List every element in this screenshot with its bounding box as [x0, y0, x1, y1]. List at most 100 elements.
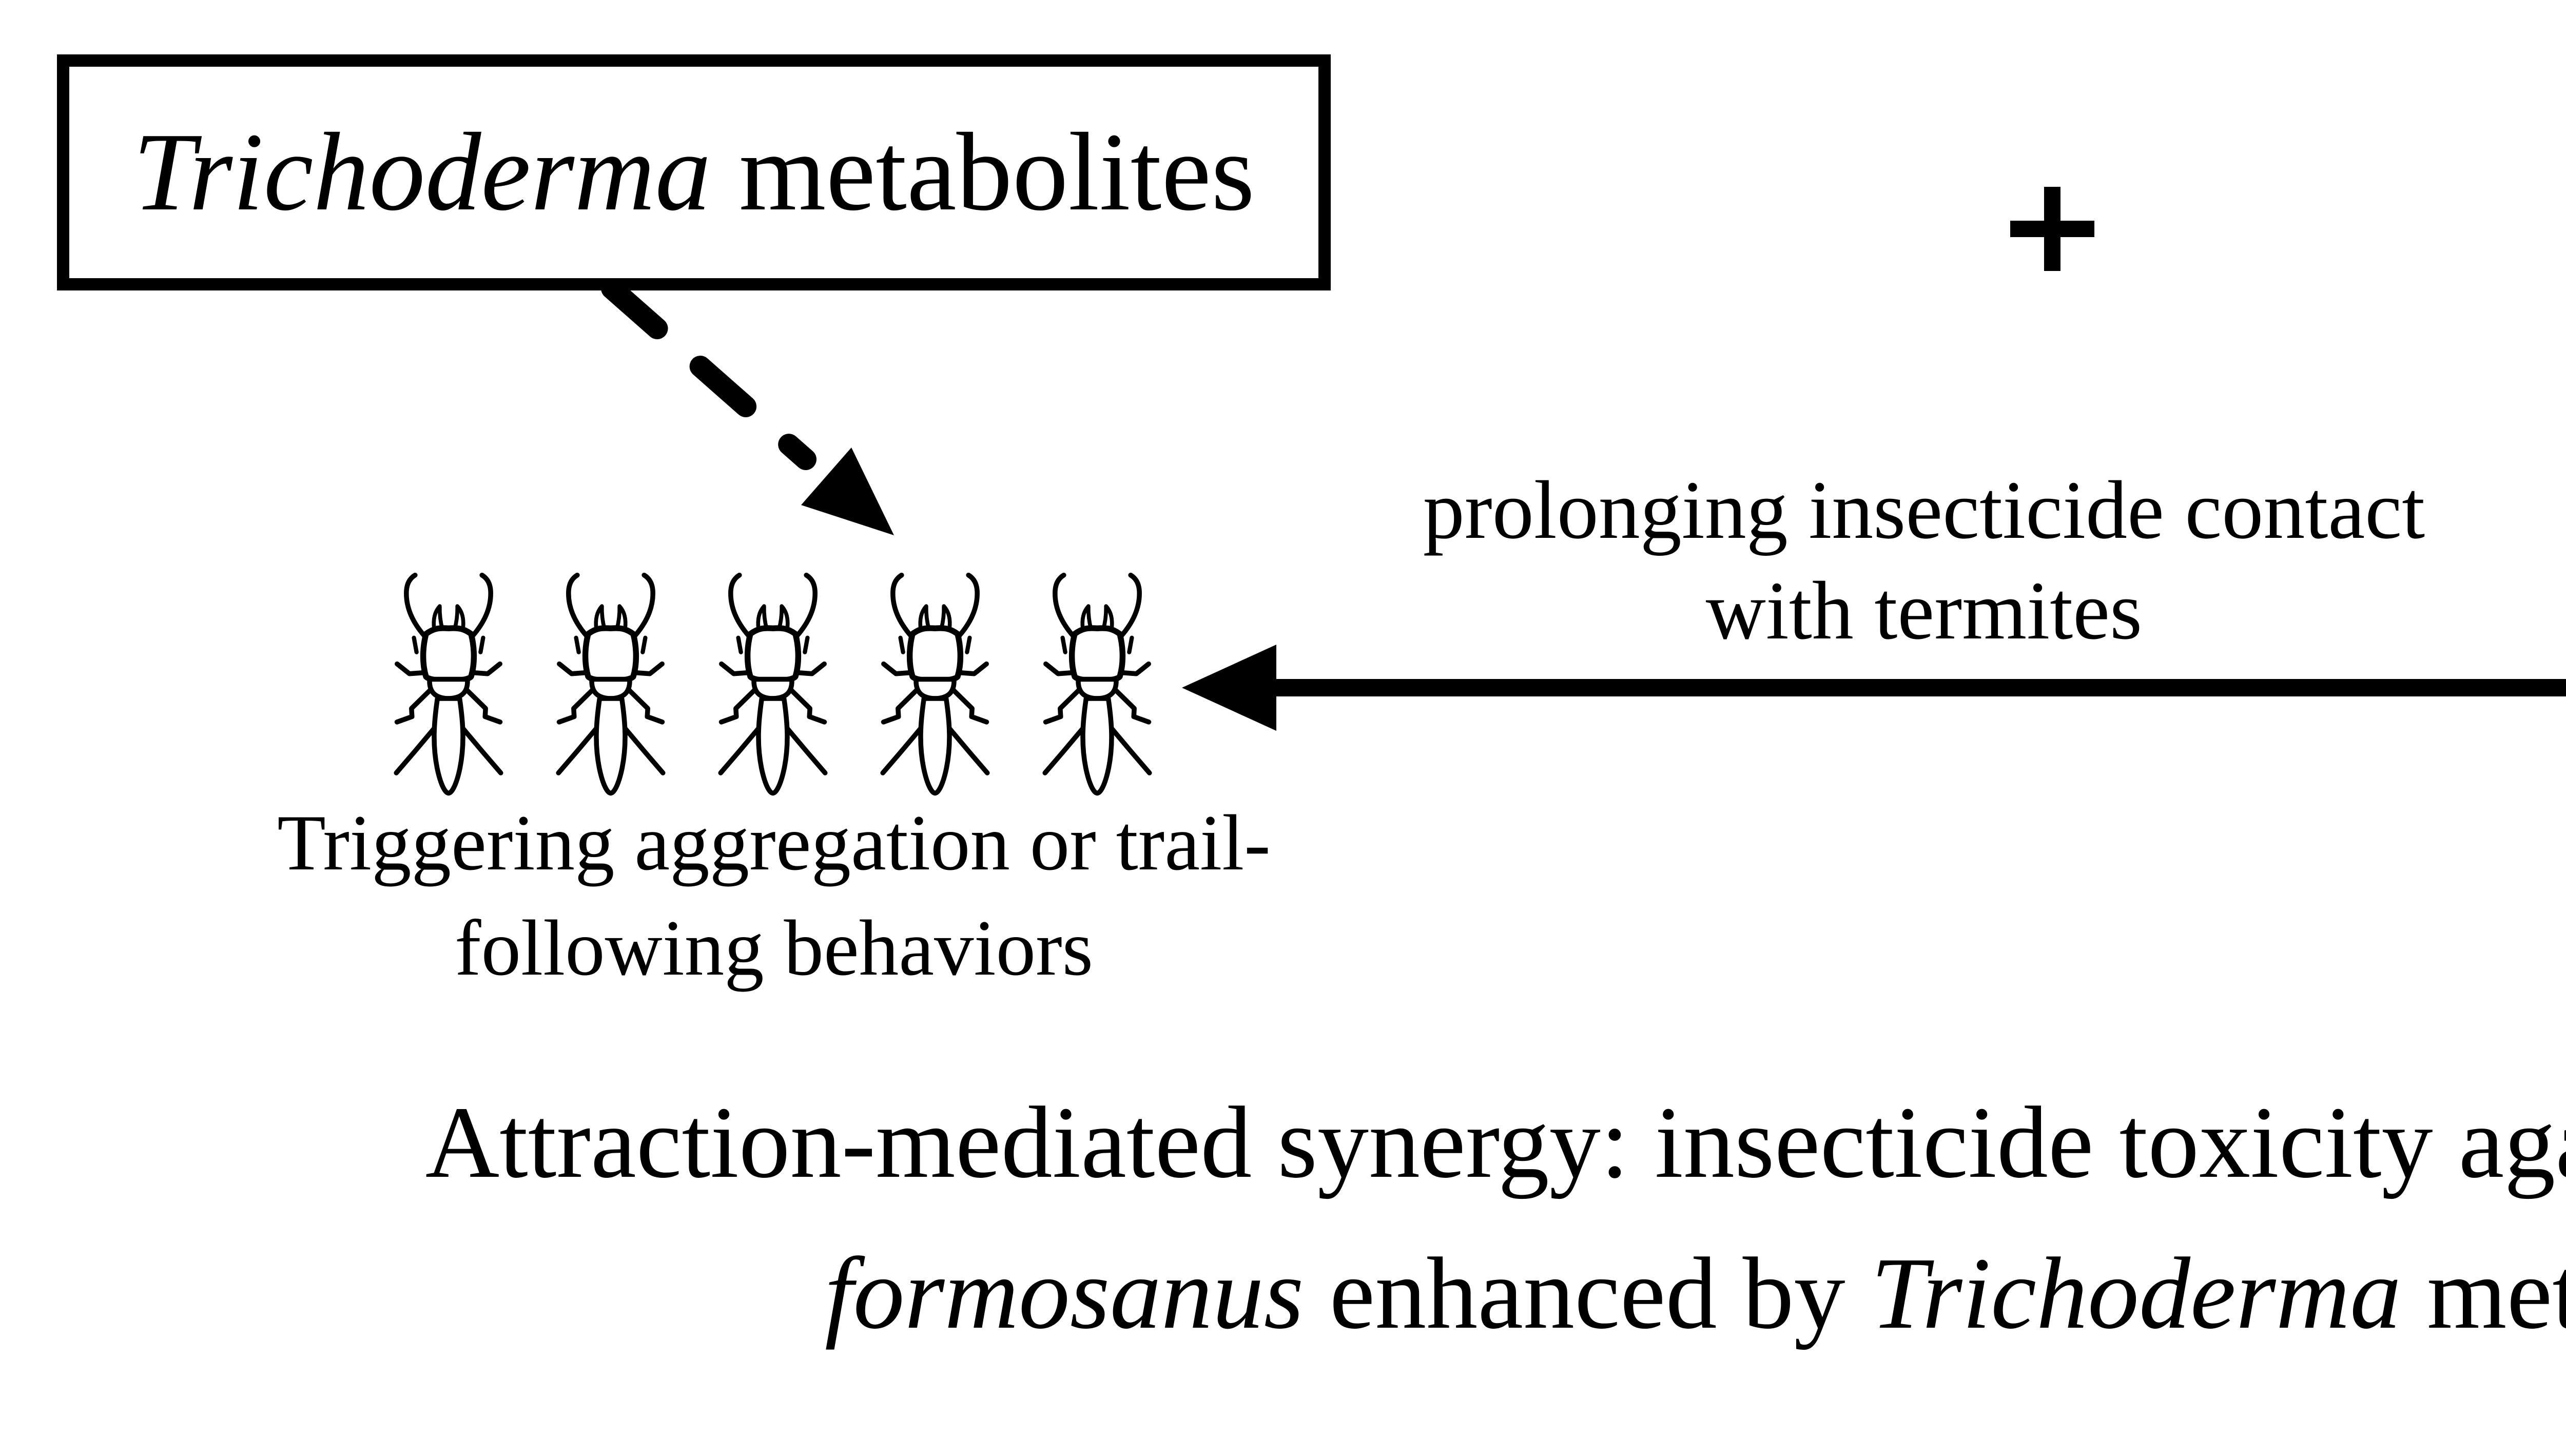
termite-leg-front-right: [470, 661, 502, 676]
termite-antenna-right: [794, 572, 818, 638]
termite-leg-front-right: [1118, 661, 1151, 676]
arrow-label-line1: prolonging insecticide contact: [1423, 464, 2425, 556]
termite-horn-right: [615, 604, 628, 632]
termite-leg-front-left: [557, 661, 590, 676]
termite-leg-front-left: [1043, 661, 1076, 676]
figure-title: Attraction-mediated synergy: insecticide…: [323, 1067, 2566, 1369]
termite-leg-hind-left: [880, 725, 924, 775]
termite-antenna-right: [632, 572, 655, 638]
termite-head: [582, 625, 639, 684]
termite-leg-hind-right: [621, 725, 666, 775]
termite-horn-left: [918, 604, 931, 632]
text-segment: enhanced by: [1304, 1237, 1871, 1350]
trichoderma-metabolites-box: Trichoderma metabolites: [57, 54, 1331, 290]
termite-antenna-left: [728, 572, 751, 638]
termite-horn-left: [594, 604, 607, 632]
termite-antenna-left: [890, 572, 913, 638]
termite-icon: [1042, 572, 1152, 796]
figure-title-line2: formosanus enhanced by Trichoderma metab…: [323, 1218, 2566, 1369]
termite-tick-right: [803, 635, 810, 654]
italic-text-segment: Trichoderma: [133, 110, 711, 234]
termite-leg-front-left: [719, 661, 752, 676]
termite-pronotum: [913, 676, 957, 701]
termite-tick-left: [412, 635, 419, 654]
text-segment: metabolites: [711, 110, 1255, 234]
termite-icon: [394, 572, 503, 796]
termite-pronotum: [751, 676, 794, 701]
termite-horn-left: [432, 604, 444, 632]
termite-icon: [718, 572, 828, 796]
italic-text-segment: Trichoderma: [1871, 1237, 2401, 1350]
figure-title-line1: Attraction-mediated synergy: insecticide…: [323, 1067, 2566, 1218]
termite-tick-left: [736, 635, 743, 654]
termite-leg-mid-left: [394, 687, 433, 725]
termite-leg-mid-left: [1043, 687, 1082, 725]
termite-antenna-right: [957, 572, 980, 638]
termite-pronotum: [427, 676, 470, 701]
termite-horn-left: [1080, 604, 1093, 632]
termite-head: [1068, 625, 1126, 684]
termite-leg-front-left: [881, 661, 914, 676]
termite-leg-hind-right: [459, 725, 503, 775]
termite-head: [420, 625, 477, 684]
right-caption-line2: termites: [2386, 896, 2566, 1001]
termite-tick-left: [574, 635, 581, 654]
termite-tick-left: [1060, 635, 1067, 654]
termite-leg-mid-right: [950, 687, 989, 725]
termite-pronotum: [589, 676, 632, 701]
termite-leg-mid-right: [1113, 687, 1152, 725]
termite-head: [906, 625, 964, 684]
right-caption: Increasing the mortality of termites: [2386, 790, 2566, 1001]
termite-tick-left: [898, 635, 905, 654]
termite-antenna-right: [1119, 572, 1142, 638]
arrow-label: prolonging insecticide contact with term…: [1308, 460, 2540, 662]
termite-tick-right: [1127, 635, 1134, 654]
termite-leg-hind-right: [784, 725, 828, 775]
termite-leg-front-left: [395, 661, 427, 676]
termite-leg-hind-right: [1108, 725, 1152, 775]
termite-head: [744, 625, 802, 684]
termite-leg-front-right: [956, 661, 989, 676]
dashed-arrow-left-head: [801, 448, 894, 535]
termite-leg-mid-left: [881, 687, 920, 725]
termite-leg-hind-right: [946, 725, 990, 775]
termite-abdomen: [594, 696, 628, 796]
termite-horn-right: [1101, 604, 1114, 632]
termite-leg-mid-left: [556, 687, 595, 725]
termite-tick-right: [965, 635, 972, 654]
termite-antenna-left: [1053, 572, 1076, 638]
left-caption: Triggering aggregation or trail- followi…: [55, 790, 1492, 1001]
termite-horn-right: [453, 604, 465, 632]
termite-icon: [556, 572, 666, 796]
termite-leg-mid-right: [626, 687, 665, 725]
left-caption-line2: following behaviors: [454, 904, 1094, 992]
left-caption-line1: Triggering aggregation or trail-: [277, 799, 1271, 887]
termite-icon: [880, 572, 990, 796]
italic-text-segment: formosanus: [825, 1237, 1304, 1350]
termite-horn-left: [756, 604, 769, 632]
termite-leg-hind-left: [718, 725, 762, 775]
termite-tick-right: [478, 635, 485, 654]
termite-horn-right: [939, 604, 952, 632]
termite-abdomen: [756, 696, 790, 796]
termite-pronotum: [1076, 676, 1119, 701]
termite-antenna-left: [566, 572, 589, 638]
termite-abdomen: [432, 696, 465, 796]
double-arrow-left-head: [1182, 645, 1276, 731]
text-segment: Attraction-mediated synergy: insecticide…: [425, 1086, 2566, 1199]
termite-leg-hind-left: [394, 725, 438, 775]
termite-abdomen: [918, 696, 952, 796]
termite-antenna-right: [470, 572, 493, 638]
termite-group-left: [377, 564, 1169, 809]
text-segment: metabolites: [2427, 1237, 2566, 1350]
termite-leg-mid-left: [718, 687, 757, 725]
trichoderma-metabolites-label: Trichoderma metabolites: [133, 108, 1255, 237]
termite-leg-hind-left: [556, 725, 600, 775]
termite-leg-mid-right: [788, 687, 827, 725]
termite-abdomen: [1080, 696, 1114, 796]
termite-leg-mid-right: [464, 687, 503, 725]
termite-tick-right: [640, 635, 648, 654]
arrow-label-line2: with termites: [1705, 565, 2143, 657]
